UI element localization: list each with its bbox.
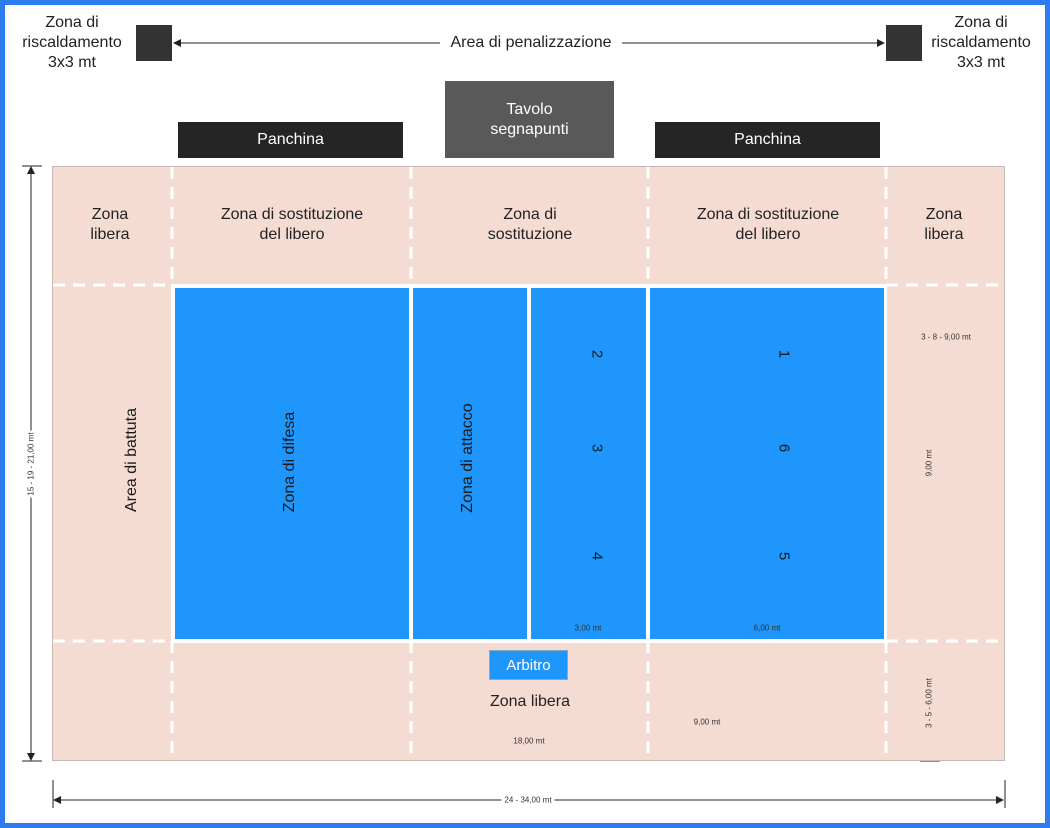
position-3: 3 bbox=[588, 443, 606, 453]
dim-half-court: 9,00 mt bbox=[690, 717, 724, 727]
warmup-zone-left-label: Zona di riscaldamento 3x3 mt bbox=[22, 14, 122, 71]
dim-back-depth: 6,00 mt bbox=[750, 623, 784, 633]
position-4: 4 bbox=[588, 551, 606, 561]
free-zone-left-label: Zona libera bbox=[90, 206, 130, 243]
warmup-zone-right-label: Zona di riscaldamento 3x3 mt bbox=[931, 14, 1031, 71]
position-2: 2 bbox=[588, 349, 606, 359]
scorer-table: Tavolo segnapunti bbox=[445, 81, 614, 158]
defense-zone-left bbox=[175, 288, 409, 639]
dim-height-total: 15 - 19 - 21,00 mt bbox=[26, 430, 36, 498]
position-6: 6 bbox=[775, 443, 793, 453]
attack-zone-right bbox=[531, 288, 646, 639]
bench-right: Panchina bbox=[655, 122, 880, 158]
attack-zone-label: Zona di attacco bbox=[459, 403, 476, 513]
serve-area-label: Area di battuta bbox=[123, 407, 140, 513]
position-1: 1 bbox=[775, 349, 793, 359]
dim-width-total: 24 - 34,00 mt bbox=[501, 795, 555, 805]
substitution-zone-label: Zona di sostituzione bbox=[487, 206, 573, 243]
free-zone-right-label: Zona libera bbox=[924, 206, 964, 243]
libero-zone-left-label: Zona di sostituzione del libero bbox=[220, 206, 364, 243]
warmup-zone-left bbox=[136, 25, 172, 61]
bench-left: Panchina bbox=[178, 122, 403, 158]
dim-court-length: 18,00 mt bbox=[510, 736, 548, 746]
defense-zone-label: Zona di difesa bbox=[281, 411, 298, 513]
defense-zone-right bbox=[650, 288, 884, 639]
dim-attack-depth: 3,00 mt bbox=[571, 623, 605, 633]
referee-box: Arbitro bbox=[489, 650, 568, 680]
dim-free-end: 3 - 5 - 6,00 mt bbox=[924, 675, 934, 731]
free-zone-bottom-label: Zona libera bbox=[489, 693, 571, 710]
dim-court-width: 9,00 mt bbox=[924, 446, 934, 480]
dim-free-side: 3 - 8 - 9,00 mt bbox=[918, 332, 974, 342]
attack-zone-left bbox=[413, 288, 527, 639]
libero-zone-right-label: Zona di sostituzione del libero bbox=[696, 206, 840, 243]
penalty-area-label: Area di penalizzazione bbox=[450, 34, 612, 51]
position-5: 5 bbox=[775, 551, 793, 561]
warmup-zone-right bbox=[886, 25, 922, 61]
